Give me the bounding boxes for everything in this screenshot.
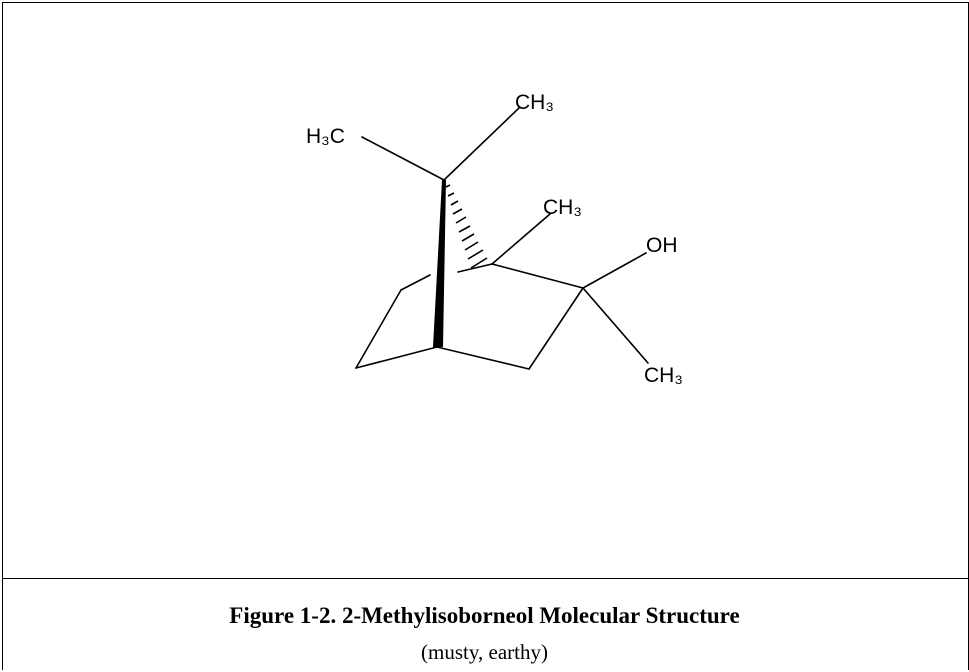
bond-c3-c4 bbox=[436, 346, 530, 370]
caption-divider bbox=[2, 578, 969, 579]
bond-c2-c3 bbox=[528, 287, 584, 370]
bond-c7-ch3-top bbox=[443, 107, 520, 181]
bond-c7-h3c bbox=[361, 136, 445, 181]
figure-caption-subtitle: (musty, earthy) bbox=[421, 640, 548, 664]
bond-c2-ch3-bottom bbox=[582, 287, 649, 364]
molecule-diagram: H₃C CH₃ CH₃ OH CH₃ bbox=[306, 91, 683, 387]
hashed-bond-c7-c1 bbox=[445, 184, 488, 269]
bond-c5-c6 bbox=[355, 289, 402, 369]
molecule-structure-svg: H₃C CH₃ CH₃ OH CH₃ bbox=[306, 91, 683, 387]
label-ch3-bottom-right: CH₃ bbox=[644, 364, 683, 387]
bond-c1-c2 bbox=[491, 263, 584, 289]
bond-c2-oh bbox=[582, 252, 647, 289]
label-oh: OH bbox=[646, 234, 678, 257]
label-ch3-middle: CH₃ bbox=[543, 196, 582, 219]
label-h3c-top-left: H₃C bbox=[306, 125, 345, 148]
bond-c6-c1-right bbox=[457, 263, 493, 273]
bond-c6-c1-left bbox=[400, 274, 431, 291]
wedge-bond-c7-c4 bbox=[433, 180, 446, 347]
bond-c4-c5 bbox=[355, 346, 438, 369]
figure-caption-title: Figure 1-2. 2-Methylisoborneol Molecular… bbox=[229, 603, 740, 628]
label-ch3-top-right: CH₃ bbox=[515, 91, 554, 114]
bond-c1-ch3-mid bbox=[491, 213, 551, 265]
